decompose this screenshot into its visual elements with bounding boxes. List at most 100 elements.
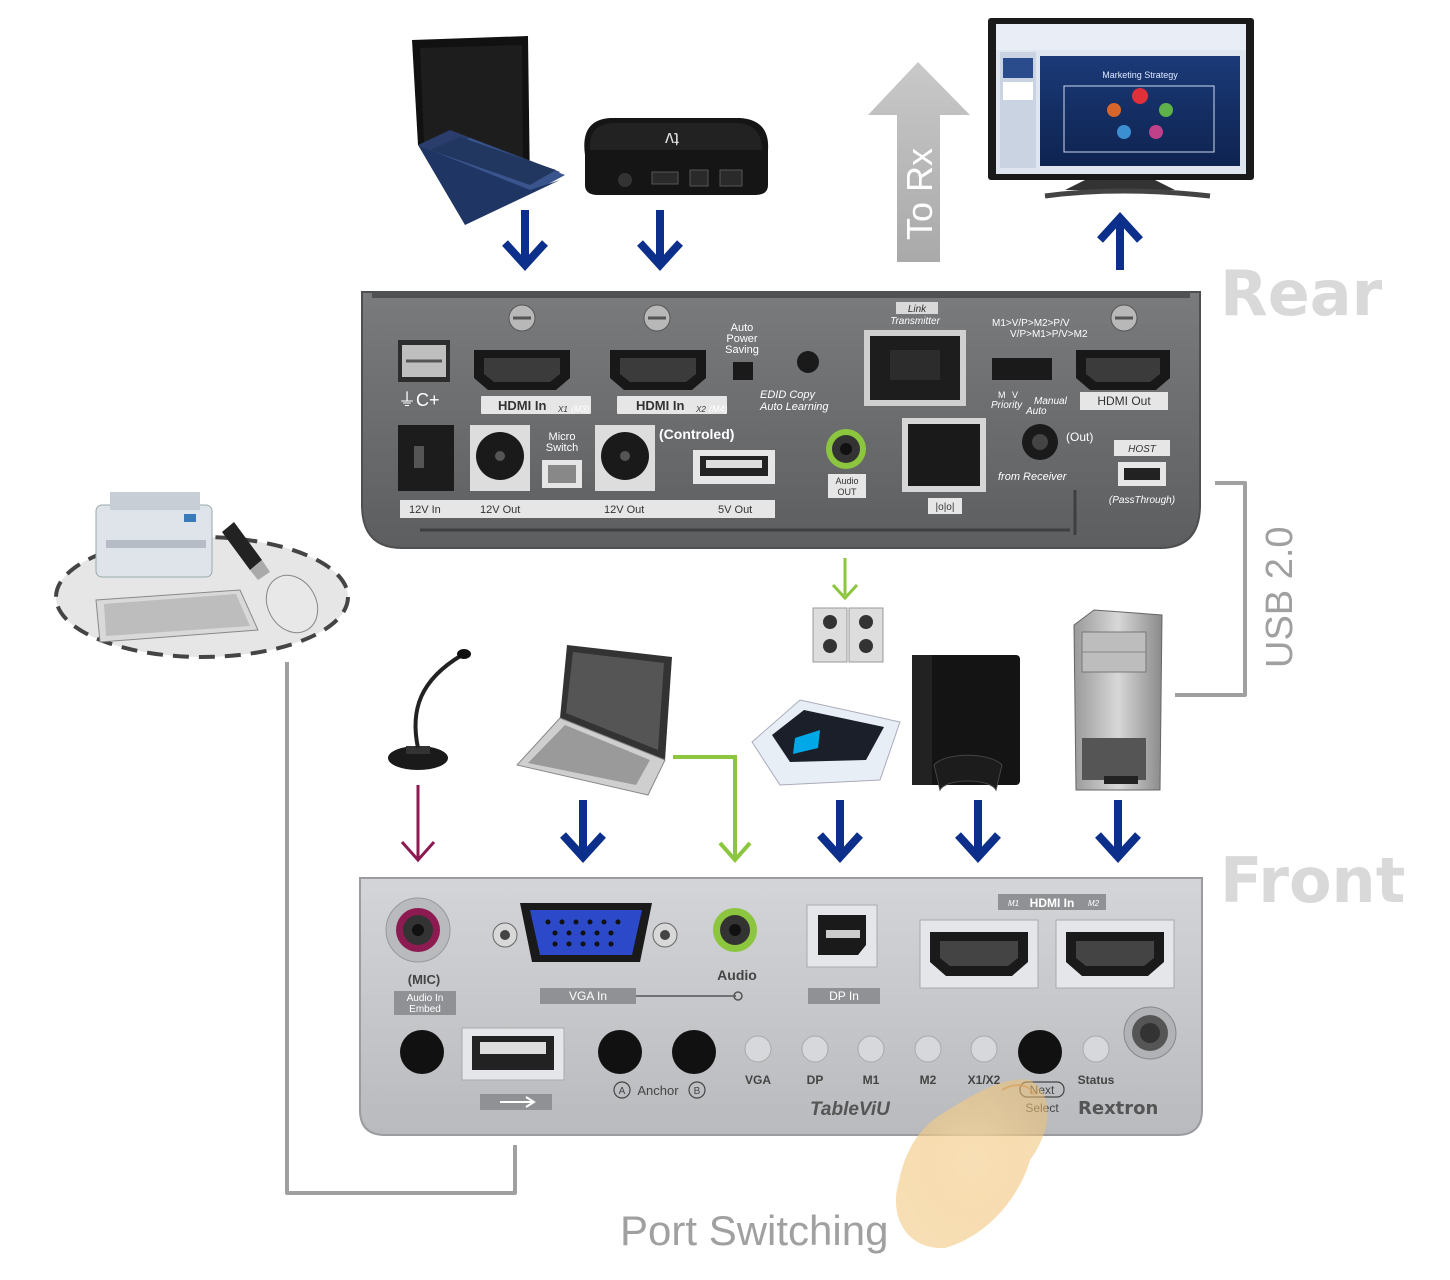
auto-power-label-3: Saving	[725, 344, 759, 356]
ground-symbol: ⏚C+	[398, 390, 440, 410]
rear-hdmi-in-x1-label: HDMI In	[498, 398, 546, 413]
front-dp-in-port	[806, 904, 878, 968]
peripheral-connector-line	[285, 662, 517, 1195]
status-label: Status	[1078, 1073, 1115, 1087]
manual-mode-label: Manual	[1034, 396, 1068, 407]
mode-m-label: M	[998, 390, 1006, 400]
embed-label: Embed	[409, 1004, 441, 1015]
microphone-icon	[388, 649, 471, 770]
led-x1x2-label: X1/X2	[968, 1073, 1001, 1087]
led-vga	[744, 1035, 772, 1063]
speakers-icon	[812, 607, 884, 663]
transmitter-label: Transmitter	[890, 316, 940, 327]
ir-symbol: |o|o|	[936, 502, 955, 513]
monitor-display-icon: Marketing Strategy	[988, 18, 1254, 199]
anchor-a-button[interactable]	[598, 1030, 642, 1074]
next-select-button[interactable]	[1018, 1030, 1062, 1074]
rear-12v-in-jack	[398, 425, 454, 491]
front-audio-in-embed-jack	[400, 1030, 444, 1074]
rear-hdmi-in-x2-label: HDMI In	[636, 398, 684, 413]
auto-power-switch	[733, 362, 753, 380]
arrow-pc-to-hdmi-m2	[1095, 800, 1141, 863]
mic-label: (MIC)	[408, 972, 441, 987]
game-console-icon	[912, 655, 1020, 792]
led-dp-label: DP	[807, 1073, 824, 1087]
rear-x2-tag: X2	[695, 405, 706, 414]
apple-tv-source-icon: tv	[584, 118, 769, 195]
host-label: HOST	[1128, 444, 1157, 455]
micro-switch-label-2: Switch	[546, 442, 578, 454]
rear-5v-out-label: 5V Out	[718, 504, 752, 516]
usb-peripherals-group	[54, 492, 350, 659]
rear-audio-out-jack	[826, 429, 866, 469]
mode-line-2: V/P>M1>P/V>M2	[1010, 329, 1088, 340]
front-audio-jack	[713, 908, 757, 952]
auto-learning-label: Auto Learning	[759, 401, 829, 413]
audio-out-label-2: OUT	[838, 487, 858, 497]
rear-label: Rear	[1220, 257, 1383, 330]
monitor-slide-title: Marketing Strategy	[1102, 70, 1178, 80]
front-label: Front	[1220, 844, 1405, 917]
dp-in-label: DP In	[829, 989, 859, 1003]
edid-copy-label: EDID Copy	[760, 389, 817, 401]
arrow-laptop-to-rear	[502, 210, 548, 271]
led-vga-label: VGA	[745, 1073, 771, 1087]
arrow-console-to-hdmi-m1	[955, 800, 1001, 863]
rear-audio-from-receiver-jack	[1022, 424, 1058, 460]
anchor-label: Anchor	[637, 1083, 679, 1098]
rear-rj45-link-port	[864, 330, 966, 406]
edid-button	[797, 351, 819, 373]
port-switching-label: Port Switching	[620, 1207, 888, 1254]
audio-in-label: Audio In	[407, 993, 444, 1004]
arrow-appletv-to-rear	[637, 210, 683, 271]
apple-tv-logo: tv	[665, 129, 679, 149]
hdmi-m2-tag: M2	[1088, 899, 1100, 908]
out-label: (Out)	[1066, 430, 1093, 444]
usb-connector-line	[1175, 481, 1247, 697]
rear-12v-out-label-a: 12V Out	[480, 504, 520, 516]
pc-tower-icon	[1073, 609, 1163, 791]
led-m1-label: M1	[863, 1073, 880, 1087]
rextron-logo: Rextron	[1078, 1098, 1158, 1119]
usb-stick-icon	[222, 522, 270, 580]
mode-v-label: V	[1012, 390, 1018, 400]
auto-mode-label: Auto	[1025, 406, 1047, 417]
from-receiver-label: from Receiver	[998, 471, 1068, 483]
front-hdmi-in-label: HDMI In	[1030, 896, 1075, 910]
passthrough-label: (PassThrough)	[1109, 495, 1175, 506]
mode-line-1: M1>V/P>M2>P/V	[992, 318, 1070, 329]
printer-icon	[95, 492, 213, 578]
laptop-front-source-icon	[516, 645, 672, 796]
rear-hdmi-out-label: HDMI Out	[1097, 394, 1151, 408]
front-audio-label: Audio	[717, 967, 757, 983]
front-hdmi-m1-port	[919, 919, 1039, 989]
laptop-audio-green-line	[673, 755, 737, 860]
link-label: Link	[908, 304, 927, 315]
keyboard-icon	[95, 589, 259, 643]
rear-m3-tag: (M3)	[571, 404, 590, 414]
front-vga-in-port	[492, 903, 678, 962]
rear-12v-in-label: 12V In	[409, 504, 441, 516]
front-usb-port	[461, 1027, 565, 1081]
usb-label: USB 2.0	[1259, 526, 1301, 668]
rear-x1-tag: X1	[557, 405, 568, 414]
auto-power-label-1: Auto	[731, 322, 754, 334]
rear-mini-usb-host-port	[1118, 462, 1166, 486]
arrow-rear-to-monitor	[1097, 212, 1143, 270]
to-rx-label: To Rx	[899, 148, 940, 240]
anchor-b-button[interactable]	[672, 1030, 716, 1074]
controled-label: (Controled)	[659, 426, 734, 442]
led-x1x2	[970, 1035, 998, 1063]
laptop-audio-green-arrowhead	[718, 841, 752, 864]
anchor-a-label: A	[619, 1086, 626, 1097]
rear-hdmi-out-port	[1076, 350, 1170, 390]
rear-hdmi-in-x2-port	[610, 350, 706, 390]
auto-power-label-2: Power	[726, 333, 758, 345]
audio-out-label-1: Audio	[835, 476, 858, 486]
to-rx-arrow: To Rx	[868, 62, 970, 262]
rear-hdmi-in-x1-port	[474, 350, 570, 390]
rear-m4-tag: (M4)	[709, 404, 728, 414]
pressing-finger-icon	[895, 1079, 1048, 1249]
